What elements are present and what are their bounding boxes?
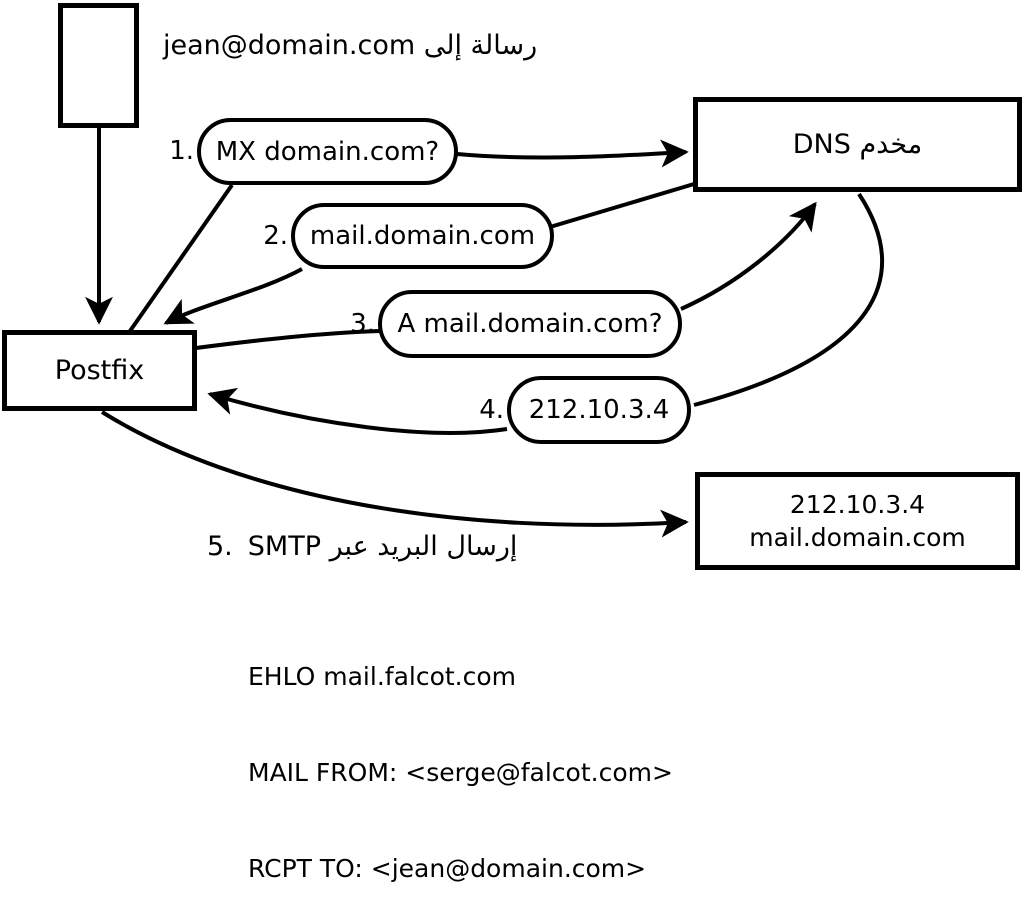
- postfix-box: Postfix: [2, 330, 197, 411]
- step-number-2: 2.: [263, 221, 288, 251]
- line-postfix-to-pill3: [195, 329, 381, 350]
- line-dns-to-pill2: [549, 182, 695, 229]
- query-pill-a-record: A mail.domain.com?: [378, 290, 682, 358]
- query-pill-a-record-label: A mail.domain.com?: [397, 309, 663, 339]
- smtp-line: RCPT TO: <jean@domain.com>: [248, 854, 647, 883]
- query-pill-mx: MX domain.com?: [197, 118, 458, 185]
- query-pill-mx-label: MX domain.com?: [215, 136, 440, 167]
- step-5-label: إرسال البريد عبر SMTP: [247, 531, 518, 562]
- arrow-pill4-to-postfix: [207, 387, 508, 435]
- arrow-pill1-to-dns: [456, 139, 689, 168]
- answer-pill-ip: 212.10.3.4: [507, 376, 691, 444]
- smtp-line: EHLO mail.falcot.com: [248, 662, 517, 691]
- arrow-pill3-to-dns: [680, 201, 817, 311]
- step-number-5: 5.: [207, 531, 233, 562]
- mail-server-box: 212.10.3.4 mail.domain.com: [695, 472, 1020, 570]
- line-postfix-to-pill1: [128, 183, 234, 333]
- mail-client-box: [58, 3, 139, 128]
- dns-server-label: مخدم DNS: [792, 128, 923, 160]
- step-number-1: 1.: [169, 136, 194, 166]
- step-number-4: 4.: [479, 395, 504, 425]
- answer-pill-ip-label: 212.10.3.4: [528, 395, 670, 425]
- line-dns-to-pill4: [693, 192, 884, 407]
- step-number-3: 3.: [350, 309, 375, 339]
- message-label: رسالة إلى jean@domain.com: [163, 30, 538, 61]
- smtp-session-block: EHLO mail.falcot.com MAIL FROM: <serge@f…: [248, 597, 673, 919]
- arrow-postfix-to-mailserver: [100, 410, 689, 538]
- arrow-pill2-to-postfix: [163, 267, 303, 325]
- mail-server-hostname: mail.domain.com: [749, 523, 966, 552]
- answer-pill-mailhost: mail.domain.com: [291, 203, 554, 269]
- answer-pill-mailhost-label: mail.domain.com: [309, 221, 536, 251]
- smtp-line: MAIL FROM: <serge@falcot.com>: [248, 758, 673, 787]
- dns-server-box: مخدم DNS: [693, 97, 1022, 192]
- mail-server-ip: 212.10.3.4: [789, 490, 926, 519]
- step-5-caption: 5. إرسال البريد عبر SMTP: [207, 531, 517, 562]
- postfix-label: Postfix: [54, 354, 145, 386]
